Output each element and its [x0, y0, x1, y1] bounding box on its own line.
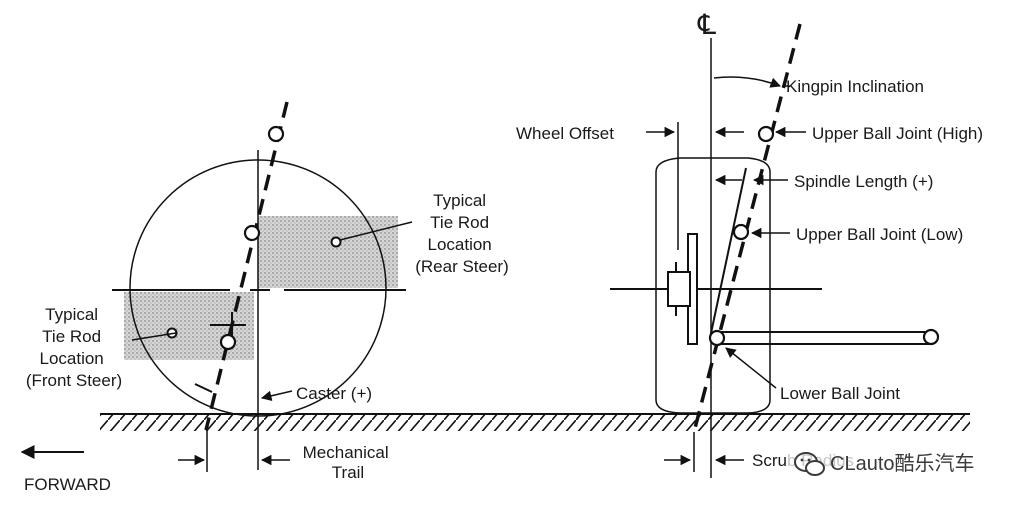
tire-front [655, 157, 771, 414]
wheel-offset-label: Wheel Offset [516, 124, 614, 143]
upper-ball-joint-low-label: Upper Ball Joint (Low) [796, 225, 963, 244]
wechat-icon [794, 452, 825, 476]
forward-label: FORWARD [24, 475, 111, 494]
mid-ball-joint-side [243, 224, 261, 242]
upper-ball-joint-side [267, 125, 285, 143]
side-view: Typical Tie Rod Location (Rear Steer) Ty… [20, 101, 509, 494]
steering-axis-side [204, 101, 289, 431]
ground [100, 413, 970, 431]
tie-rod-front-label: Typical Tie Rod Location (Front Steer) [26, 305, 122, 390]
mechanical-trail-label: Mechanical Trail [303, 443, 394, 482]
front-view: ℄ [516, 9, 983, 478]
lower-ball-joint [708, 329, 726, 347]
watermark: CLauto酷乐汽车 [788, 446, 1020, 480]
tie-rod-region-rear [258, 216, 398, 288]
hub [667, 271, 691, 307]
tie-rod-dot-rear [330, 236, 342, 248]
upper-ball-joint-high-label: Upper Ball Joint (High) [812, 124, 983, 143]
spindle-length-label: Spindle Length (+) [794, 172, 933, 191]
upper-ball-joint-low [732, 223, 750, 241]
lower-ball-joint-side [219, 333, 237, 351]
tie-rod-rear-label: Typical Tie Rod Location (Rear Steer) [415, 191, 509, 276]
lower-ball-joint-label: Lower Ball Joint [780, 384, 900, 403]
spindle-line [709, 167, 747, 339]
upper-ball-joint-high [757, 125, 775, 143]
centerline-symbol: ℄ [697, 9, 716, 40]
kingpin-inclination-label: Kingpin Inclination [786, 77, 924, 96]
watermark-text: CLauto酷乐汽车 [830, 452, 975, 475]
caster-label: Caster (+) [296, 384, 372, 403]
inner-pivot [922, 328, 940, 346]
